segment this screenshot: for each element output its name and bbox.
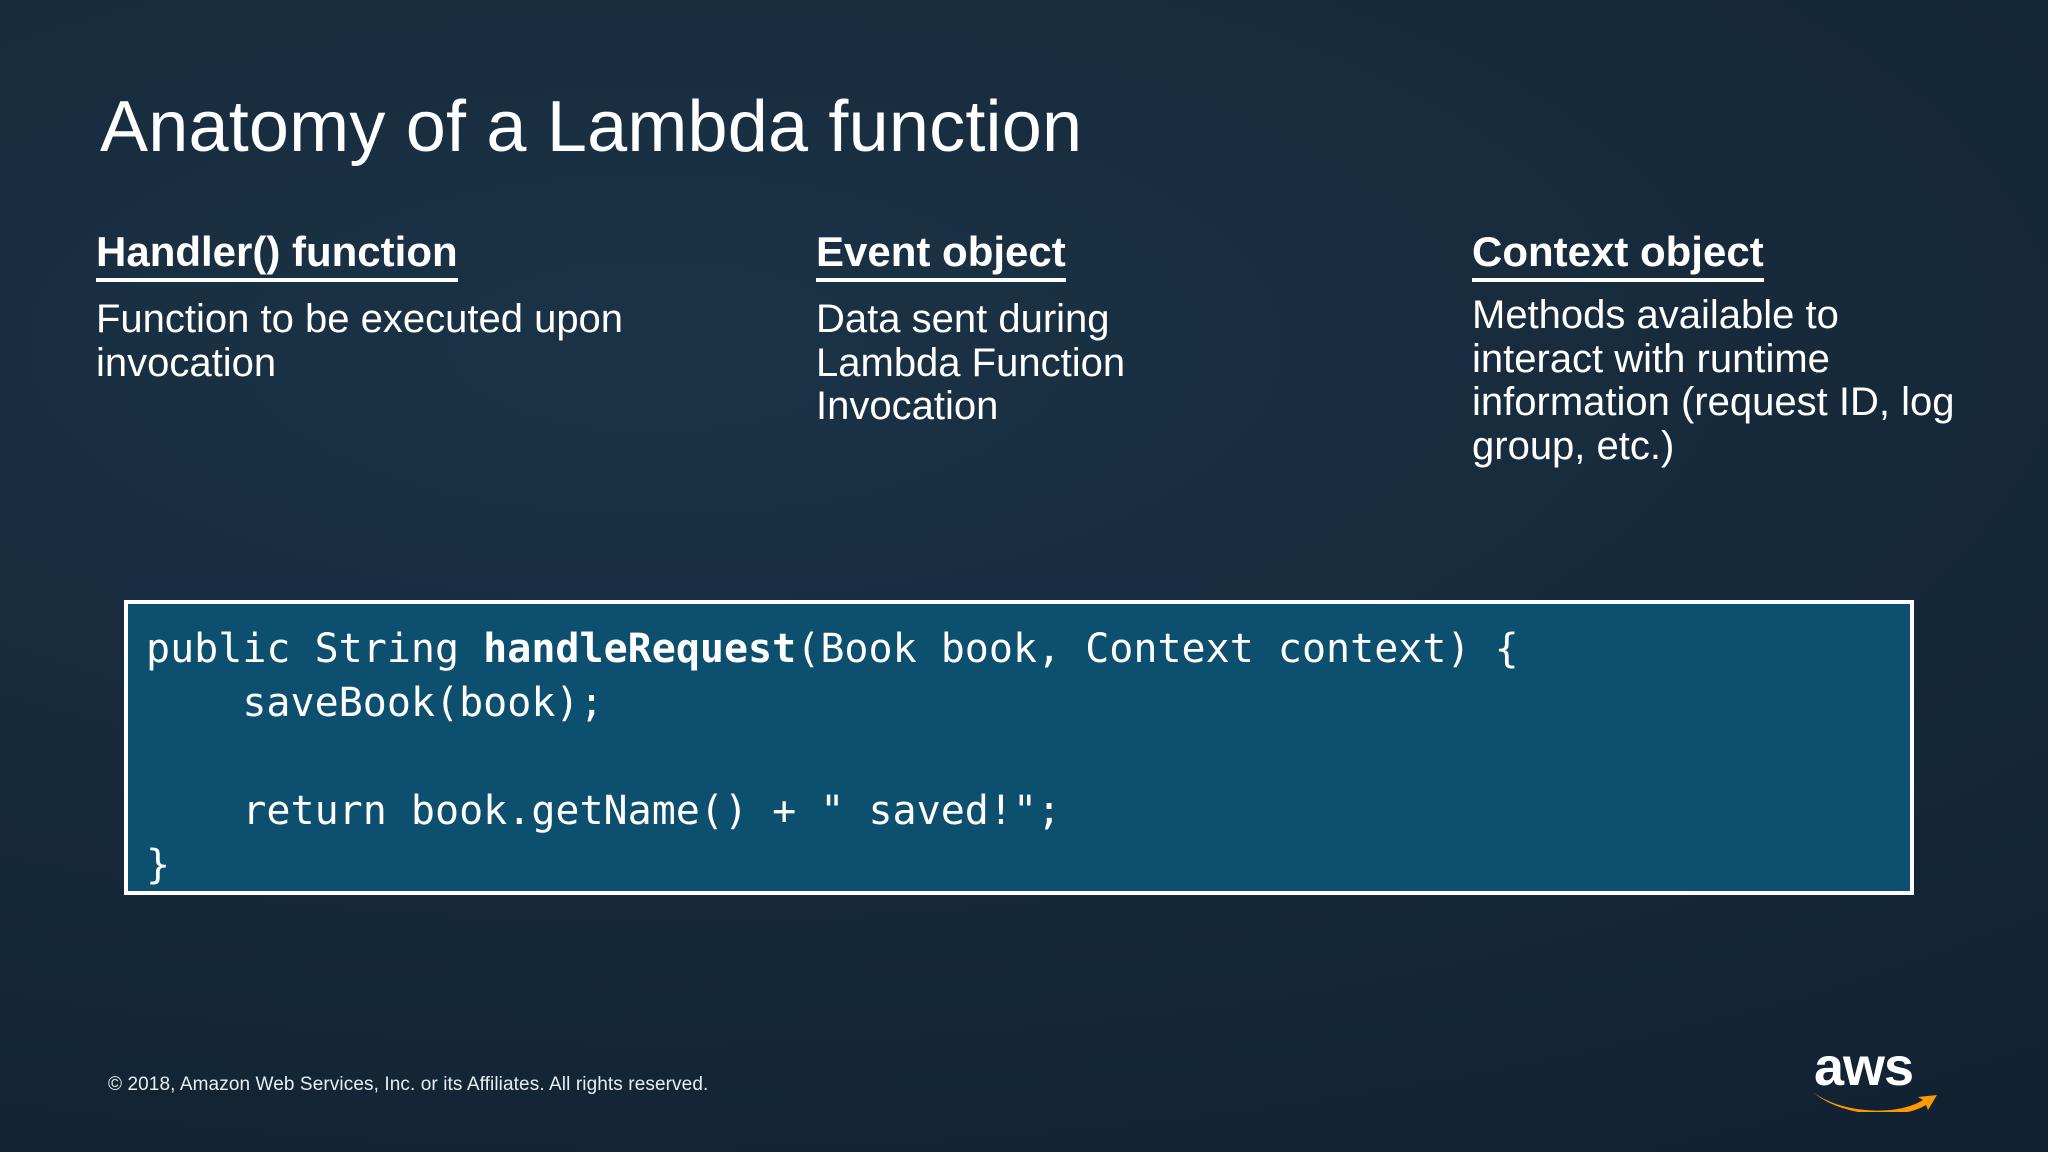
column-handler-function: Handler() function Function to be execut… (96, 228, 656, 385)
column-heading-context: Context object (1472, 228, 1764, 283)
footer-copyright-text: © 2018, Amazon Web Services, Inc. or its… (108, 1074, 709, 1095)
column-heading-handler: Handler() function (96, 228, 458, 283)
aws-logo: aws (1810, 1040, 1942, 1112)
column-context-object: Context object Methods available to inte… (1472, 228, 1972, 468)
column-body-event: Data sent during Lambda Function Invocat… (816, 297, 1126, 429)
column-body-context: Methods available to interact with runti… (1472, 293, 1955, 468)
code-signature-prefix: public String (146, 626, 484, 672)
column-event-object: Event object Data sent during Lambda Fun… (816, 228, 1236, 429)
column-body-handler: Function to be executed upon invocation (96, 297, 624, 385)
aws-smile-arrow-icon (1813, 1092, 1937, 1112)
code-line-closing-brace: } (146, 842, 171, 888)
column-heading-event: Event object (816, 228, 1066, 283)
code-sample-block: public String handleRequest(Book book, C… (124, 600, 1914, 895)
code-line-savebook: saveBook(book); (146, 680, 604, 726)
aws-wordmark-text: aws (1814, 1037, 1914, 1097)
page-title: Anatomy of a Lambda function (100, 87, 1083, 168)
code-line-return: return book.getName() + " saved!"; (146, 788, 1062, 834)
code-signature-suffix: (Book book, Context context) { (796, 626, 1519, 672)
concept-columns: Handler() function Function to be execut… (0, 228, 2048, 528)
code-sample-text: public String handleRequest(Book book, C… (146, 622, 1910, 892)
code-handler-method-name: handleRequest (483, 626, 797, 672)
